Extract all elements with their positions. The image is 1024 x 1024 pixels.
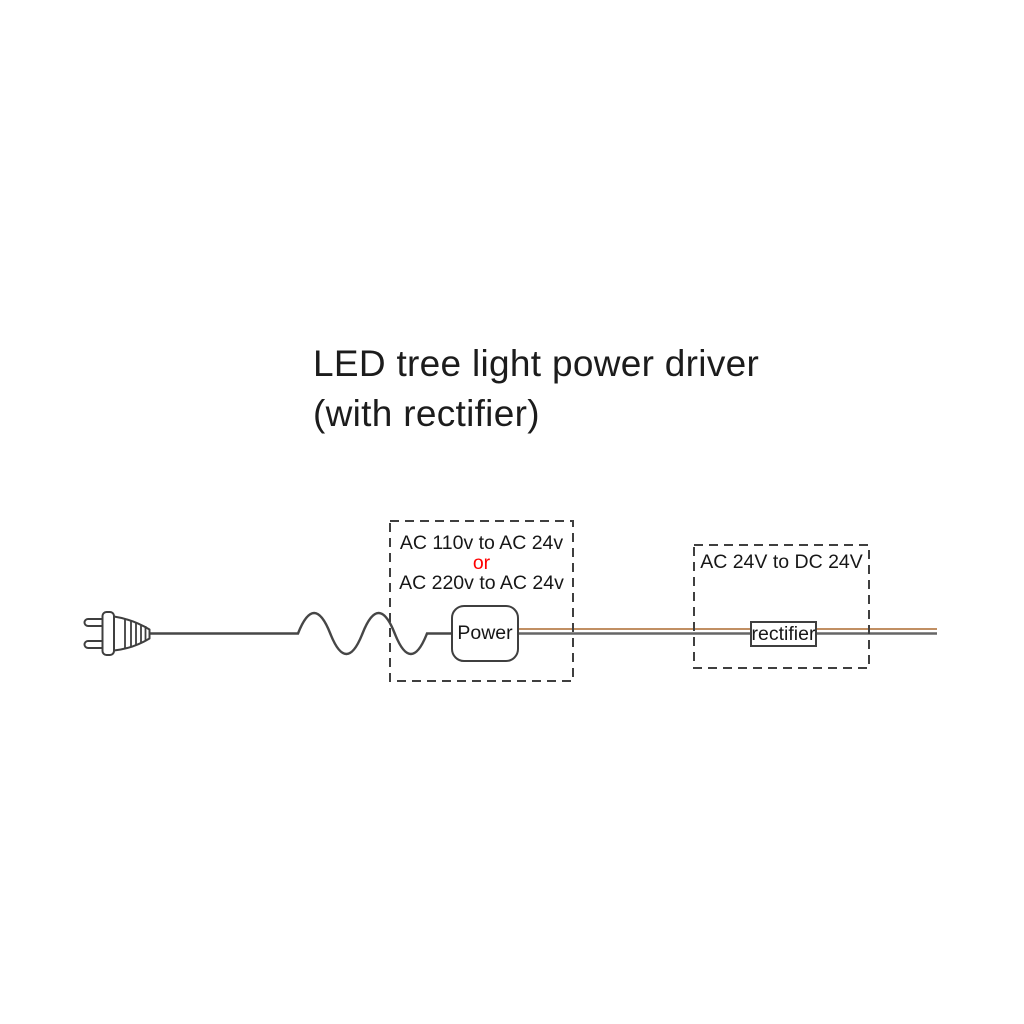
power-device-label: Power [457, 622, 513, 644]
power-device-box [451, 605, 519, 662]
power-section-dashed-box [389, 520, 574, 682]
rectifier-device-box [750, 621, 817, 647]
rectifier-spec-line: AC 24V to DC 24V [700, 551, 863, 573]
power-spec-line1: AC 110v to AC 24v [399, 532, 564, 554]
plug-body-ribs [124, 618, 147, 649]
power-spec-or: or [472, 552, 491, 574]
output-wire [518, 628, 937, 635]
power-section-spec: AC 110v to AC 24v or AC 220v to AC 24v [390, 533, 573, 593]
ac-plug-icon [83, 611, 151, 656]
power-spec-line2: AC 220v to AC 24v [399, 572, 564, 594]
page-title-line2: (with rectifier) [313, 393, 540, 434]
page-title: LED tree light power driver (with rectif… [313, 339, 759, 439]
plug-faceplate [101, 611, 115, 656]
rectifier-device-label: rectifier [751, 622, 816, 645]
rectifier-section-spec: AC 24V to DC 24V [694, 552, 869, 572]
power-cord [149, 612, 452, 655]
page-title-line1: LED tree light power driver [313, 343, 760, 384]
